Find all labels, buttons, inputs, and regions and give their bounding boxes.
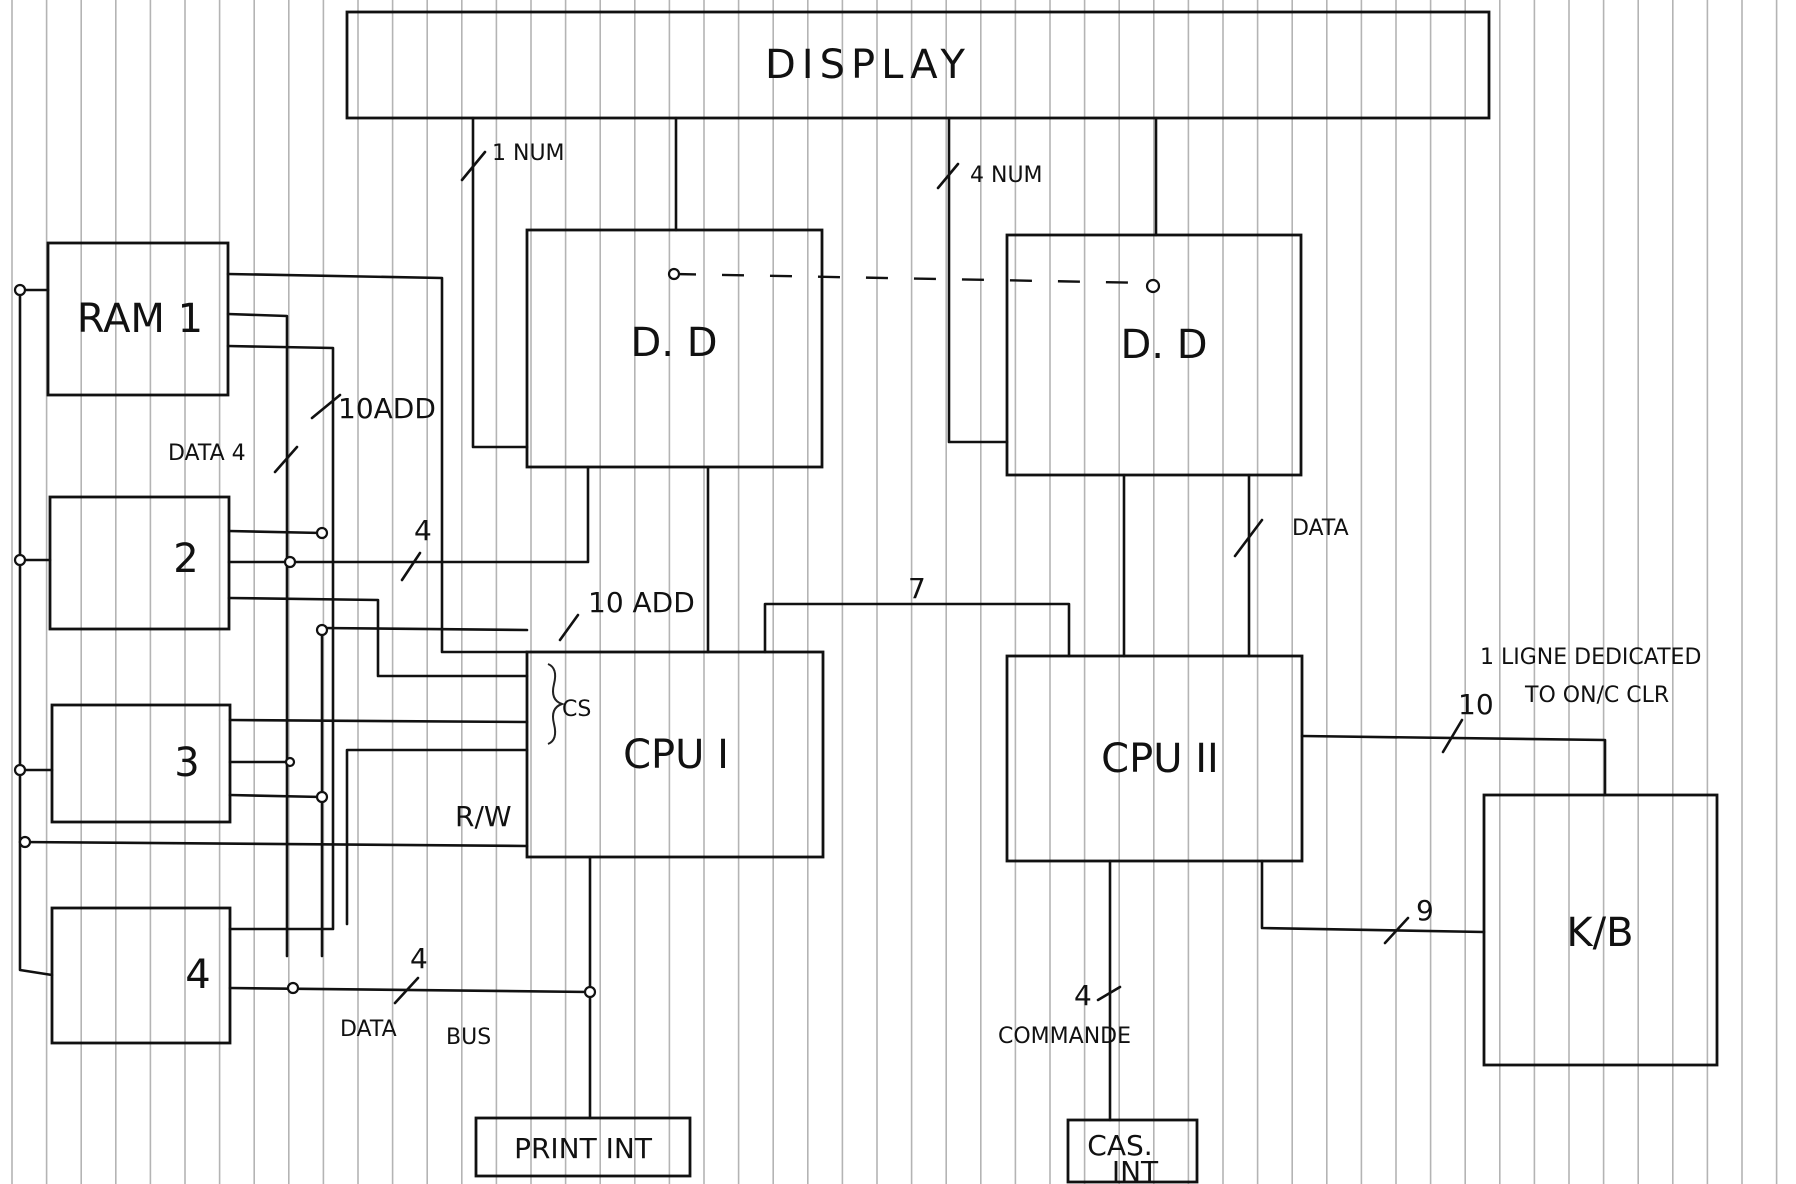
to-onc-label: TO ON/C CLR [1524,683,1669,708]
data-right-label: DATA [1292,516,1349,541]
cas-int-label-2: INT [1112,1155,1159,1184]
ram2-block: 2 [48,495,231,631]
cs-label: CS [562,697,591,722]
commande-label: COMMANDE [998,1024,1131,1049]
ram1-label: RAM 1 [77,296,203,342]
bus-width-4a: 4 [414,514,432,547]
ram3-block: 3 [50,703,232,824]
kb-block: K/B [1482,793,1719,1067]
cpu2-label: CPU II [1101,736,1219,782]
cpu2-block: CPU II [1005,654,1304,863]
dd-right-block: D. D [1005,233,1303,477]
rw-label: R/W [455,800,512,833]
print-int-label: PRINT INT [514,1132,653,1165]
dd-left-block: D. D [525,228,824,469]
display-block: DISPLAY [345,10,1491,120]
bus-width-4b: 4 [410,942,428,975]
ram4-block: 4 [50,906,232,1045]
ram4-label: 4 [185,952,210,998]
bus-slashes [273,150,1464,1005]
junction-dots [13,283,597,999]
cpu1-label: CPU I [623,732,729,778]
ligne-label: 1 LIGNE DEDICATED [1480,645,1701,670]
display-label: DISPLAY [765,42,971,88]
data-bus-label-2: BUS [446,1025,491,1050]
print-int-block: PRINT INT [474,1116,692,1178]
kb-label: K/B [1566,910,1633,956]
dd-right-label: D. D [1120,322,1207,368]
ram3-label: 3 [174,740,199,786]
annotations: 1 NUM 4 NUM 10ADD DATA 4 4 10 ADD CS R/W… [168,141,1701,1050]
cpu1-block: CPU I [525,650,825,859]
cas-int-block: CAS. INT [1066,1118,1199,1184]
add-cpu1-label: 10 ADD [588,586,695,619]
data4-label: DATA 4 [168,441,246,466]
wires [18,116,1607,1122]
data-bus-label-1: DATA [340,1017,397,1042]
nine-label: 9 [1416,894,1434,927]
seven-label: 7 [908,572,926,605]
dd-left-label: D. D [630,320,717,366]
paper-rules [11,0,1778,1184]
ram2-label: 2 [173,536,198,582]
num-left-label: 1 NUM [492,141,565,166]
num-right-label: 4 NUM [970,163,1043,188]
add-top-label: 10ADD [338,392,436,425]
ten-label: 10 [1458,688,1494,721]
cas-int-label-1: CAS. [1087,1129,1152,1162]
ram1-block: RAM 1 [46,241,230,397]
commande-width: 4 [1074,979,1092,1012]
